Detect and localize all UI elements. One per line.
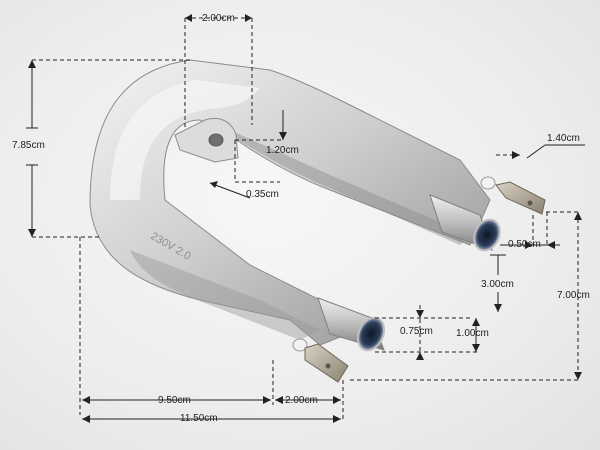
- element-body: [89, 59, 491, 346]
- upper-terminal-blade: [495, 181, 546, 215]
- dim-total-height: 7.85cm: [12, 140, 45, 151]
- lower-insulator: [292, 338, 308, 352]
- bracket-hole: [208, 133, 224, 147]
- dimension-lines: [26, 17, 585, 420]
- lower-arm-shade: [130, 250, 320, 340]
- upper-arm-shade: [230, 130, 470, 245]
- dim-bracket-offset: 1.20cm: [266, 145, 299, 156]
- lower-tube-opening: [356, 316, 386, 352]
- dim-top-width: 2.00cm: [202, 13, 235, 24]
- lower-terminal-blade: [304, 343, 349, 383]
- dim-terminal-width: 0.50cm: [508, 239, 541, 250]
- dim-tube-spacing: 1.00cm: [456, 328, 489, 339]
- dimension-arrows: [28, 14, 582, 423]
- upper-tube-opening: [473, 218, 501, 252]
- dim-tube-diameter: 0.75cm: [400, 326, 433, 337]
- dim-terminal-length: 1.40cm: [547, 133, 580, 144]
- dim-bend-length: 9.50cm: [158, 395, 191, 406]
- dim-tube-gap: 3.00cm: [481, 279, 514, 290]
- dim-bottom-gap: 2.00cm: [285, 395, 318, 406]
- upper-insulator: [480, 176, 496, 190]
- mounting-bracket: [174, 117, 239, 163]
- dim-total-length: 11.50cm: [180, 413, 218, 424]
- bend-highlight: [110, 80, 260, 200]
- dim-side-height: 7.00cm: [557, 290, 590, 301]
- dim-bracket-hole: 0.35cm: [246, 189, 279, 200]
